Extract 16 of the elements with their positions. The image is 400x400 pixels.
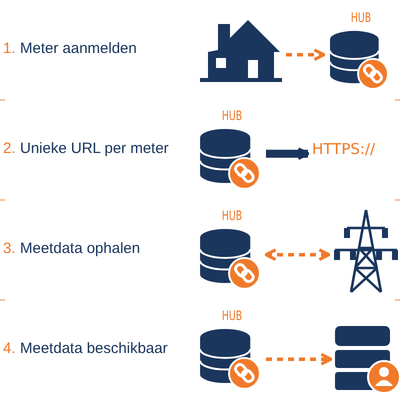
step-number: 1. (3, 40, 16, 57)
hub-label: HUB (350, 12, 372, 26)
arrow (266, 147, 310, 160)
step-number: 2. (3, 140, 16, 157)
arrow (286, 48, 326, 62)
step-label: Meter aanmelden (20, 40, 137, 57)
step-label: Meetdata beschikbaar (20, 340, 168, 357)
step-number: 3. (3, 240, 16, 257)
arrow (266, 352, 332, 366)
hub-label: HUB (220, 310, 244, 324)
step-label: Meetdata ophalen (20, 240, 140, 257)
hub-label: HUB (220, 210, 244, 224)
step-label: Unieke URL per meter (20, 140, 169, 157)
arrow (264, 248, 330, 261)
hub-label: HUB (220, 110, 244, 124)
step-number: 4. (3, 340, 16, 357)
